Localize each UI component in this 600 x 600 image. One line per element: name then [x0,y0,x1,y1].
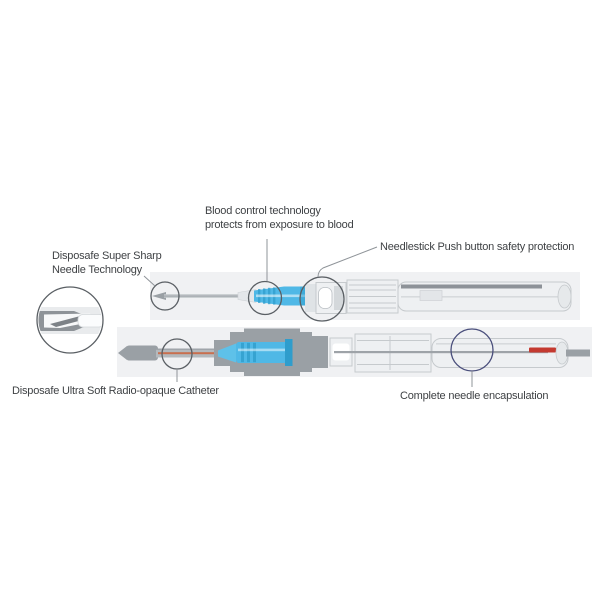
catheter-shaft [156,348,236,358]
annotation-ultra-soft: Disposafe Ultra Soft Radio-opaque Cathet… [12,385,219,397]
push-button-housing [305,282,347,314]
rear-rod [566,349,590,357]
catheter-assembled-view [152,279,572,314]
callout-circle-push-button [299,276,345,322]
leader-line-super-sharp [143,275,156,287]
annotation-needlestick: Needlestick Push button safety protectio… [380,241,575,253]
needle-tip [152,292,240,300]
annotation-encapsulation: Complete needle encapsulation [400,390,549,402]
callout-circle-blood-control [247,280,283,316]
catheter-hub-blue [254,286,312,306]
magnifier-circle [36,286,104,354]
annotation-blood-control: Blood control technology protects from e… [205,205,385,232]
annotation-blood-control-line1: Blood control technology [205,205,321,217]
encapsulated-needle [334,351,548,354]
annotation-super-sharp-line1: Disposafe Super Sharp [52,250,162,262]
push-button [318,287,333,309]
catheter-retracted-view [118,328,590,376]
soft-catheter-tip [118,345,158,361]
annotation-super-sharp: Disposafe Super Sharp Needle Technology [52,250,177,277]
annotation-blood-control-line2: protects from exposure to blood [205,218,354,231]
grip-section [346,279,399,314]
encapsulation-barrel [334,338,569,368]
leader-line-needlestick [317,246,378,278]
needle-bevel-closeup [38,307,102,334]
callout-circle-needle-tip [150,281,180,311]
annotation-super-sharp-line2: Needle Technology [52,263,142,276]
blue-plunger [218,339,293,366]
needle-guard-barrel [397,281,572,312]
